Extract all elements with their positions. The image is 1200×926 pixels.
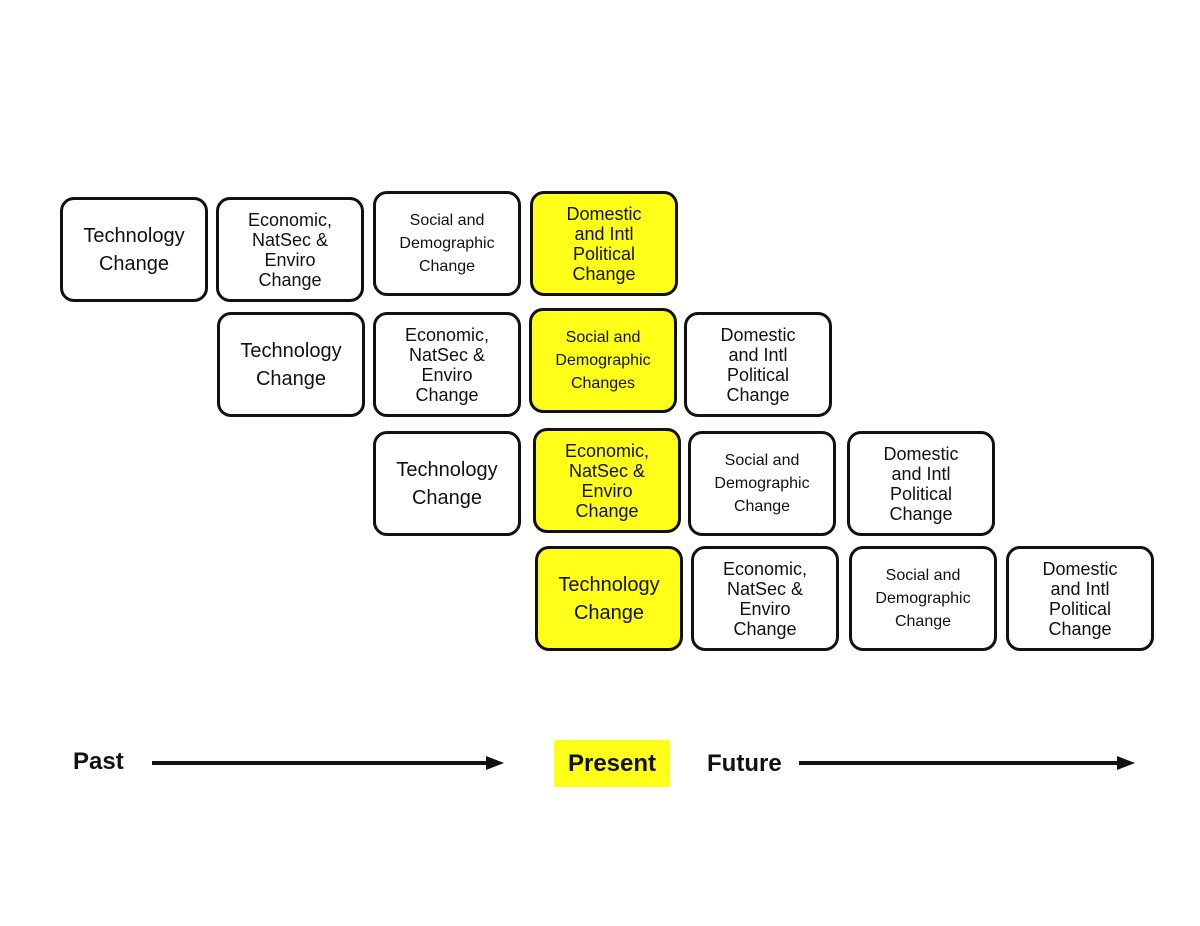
social-box-row-3: Social and Demographic Change <box>688 431 836 536</box>
future-label: Future <box>707 750 782 777</box>
past-arrow <box>152 756 504 770</box>
box-label: Social and Demographic Changes <box>555 329 651 392</box>
box-label: Social and Demographic Change <box>714 452 810 515</box>
box-label: Domestic and Intl Political Change <box>566 203 642 284</box>
econ-box-row-4: Economic, NatSec & Enviro Change <box>691 546 839 651</box>
box-label: Social and Demographic Change <box>875 567 971 630</box>
past-label: Past <box>73 748 124 775</box>
box-label: Technology Change <box>240 339 342 390</box>
social-box-row-2: Social and Demographic Changes <box>529 308 677 413</box>
box-label: Domestic and Intl Political Change <box>883 443 959 524</box>
box-label: Economic, NatSec & Enviro Change <box>247 209 333 290</box>
dom-box-row-3: Domestic and Intl Political Change <box>847 431 995 536</box>
dom-box-row-1: Domestic and Intl Political Change <box>530 191 678 296</box>
dom-box-row-2: Domestic and Intl Political Change <box>684 312 832 417</box>
tech-box-row-4: Technology Change <box>535 546 683 651</box>
econ-box-row-2: Economic, NatSec & Enviro Change <box>373 312 521 417</box>
box-label: Technology Change <box>558 573 660 624</box>
box-label: Domestic and Intl Political Change <box>1042 558 1118 639</box>
box-label: Technology Change <box>396 458 498 509</box>
box-label: Economic, NatSec & Enviro Change <box>404 324 490 405</box>
present-label: Present <box>554 740 670 787</box>
box-label: Economic, NatSec & Enviro Change <box>564 440 650 521</box>
dom-box-row-4: Domestic and Intl Political Change <box>1006 546 1154 651</box>
social-box-row-4: Social and Demographic Change <box>849 546 997 651</box>
tech-box-row-2: Technology Change <box>217 312 365 417</box>
econ-box-row-1: Economic, NatSec & Enviro Change <box>216 197 364 302</box>
tech-box-row-1: Technology Change <box>60 197 208 302</box>
social-box-row-1: Social and Demographic Change <box>373 191 521 296</box>
box-label: Social and Demographic Change <box>399 212 495 275</box>
box-label: Technology Change <box>83 224 185 275</box>
box-label: Economic, NatSec & Enviro Change <box>722 558 808 639</box>
box-label: Domestic and Intl Political Change <box>720 324 796 405</box>
econ-box-row-3: Economic, NatSec & Enviro Change <box>533 428 681 533</box>
future-arrow <box>799 756 1135 770</box>
tech-box-row-3: Technology Change <box>373 431 521 536</box>
